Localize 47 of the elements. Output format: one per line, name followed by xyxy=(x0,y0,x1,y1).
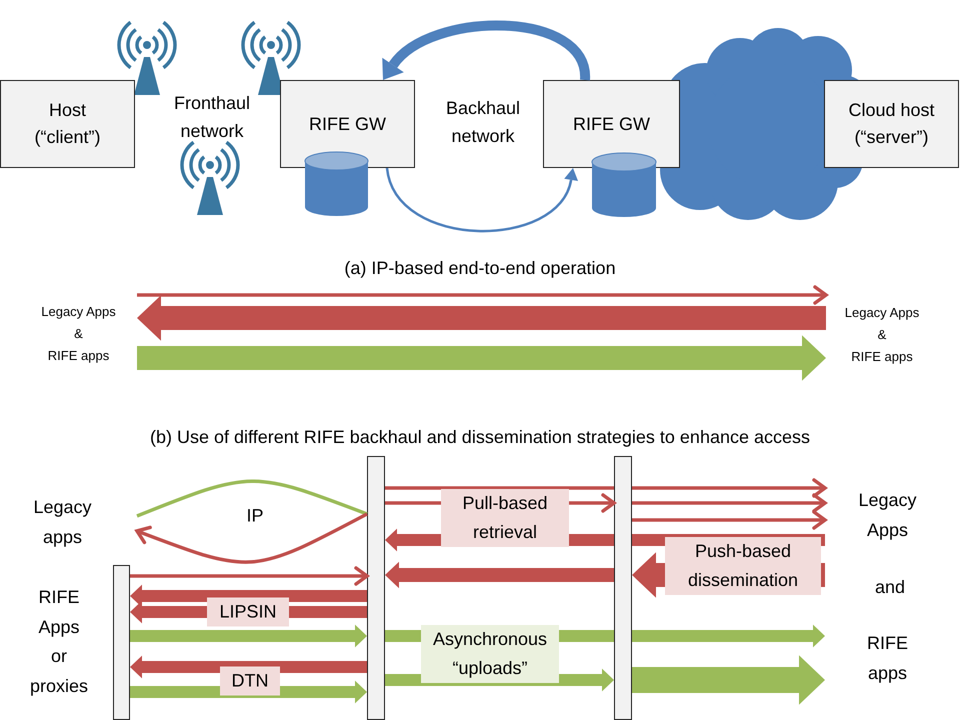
network-label: Backhaul network xyxy=(444,97,522,148)
node-label: Host (“client”) xyxy=(34,99,102,149)
node-label: Legacy Apps xyxy=(844,304,920,322)
edge-label: DTN xyxy=(220,666,280,696)
node-label: RIFE apps xyxy=(866,632,909,685)
block-arrow xyxy=(137,295,826,341)
block-arrow xyxy=(385,668,614,692)
block-arrow xyxy=(632,655,825,705)
block-arrow xyxy=(632,624,825,648)
conjunction-label: and xyxy=(874,576,906,599)
edge-label: Asynchronous “uploads” xyxy=(421,625,559,683)
network-label: Fronthaul network xyxy=(172,92,252,143)
vertical-bar xyxy=(614,456,632,720)
edge-label: LIPSIN xyxy=(207,598,289,626)
block-arrow xyxy=(385,562,614,588)
edge-label: Pull-based retrieval xyxy=(441,489,569,547)
curved-arrow xyxy=(380,20,590,81)
node-label: & xyxy=(878,326,886,344)
node-label: & xyxy=(74,325,83,343)
arrow xyxy=(632,478,827,498)
node-label: Legacy apps xyxy=(32,496,93,549)
host-box xyxy=(0,80,135,168)
gateway-box xyxy=(543,80,680,168)
vertical-bar xyxy=(367,456,385,720)
curved-arrow xyxy=(386,168,578,232)
node-label: RIFE GW xyxy=(309,112,386,136)
node-label: Cloud host (“server”) xyxy=(847,99,936,149)
block-arrow xyxy=(137,335,826,381)
node-label: RIFE Apps or proxies xyxy=(28,586,90,698)
host-box xyxy=(824,80,959,168)
node-label: RIFE GW xyxy=(573,112,650,136)
node-label: RIFE apps xyxy=(48,347,110,365)
gateway-box xyxy=(280,80,415,168)
edge-label: IP xyxy=(245,504,264,528)
arrow xyxy=(130,566,369,586)
arrow xyxy=(137,285,828,305)
section-title: (b) Use of different RIFE backhaul and dissemination strategies to enhance access xyxy=(148,426,812,449)
node-label: Legacy Apps xyxy=(857,489,918,542)
node-label: Legacy Apps xyxy=(41,303,116,321)
arrow xyxy=(632,493,827,513)
vertical-bar xyxy=(113,565,130,720)
edge-label: Push-based dissemination xyxy=(665,537,821,595)
section-title: (a) IP-based end-to-end operation xyxy=(343,257,617,280)
node-label: RIFE apps xyxy=(851,348,913,366)
curved-arrow xyxy=(135,512,368,564)
block-arrow xyxy=(130,680,367,704)
arrow xyxy=(632,510,827,530)
